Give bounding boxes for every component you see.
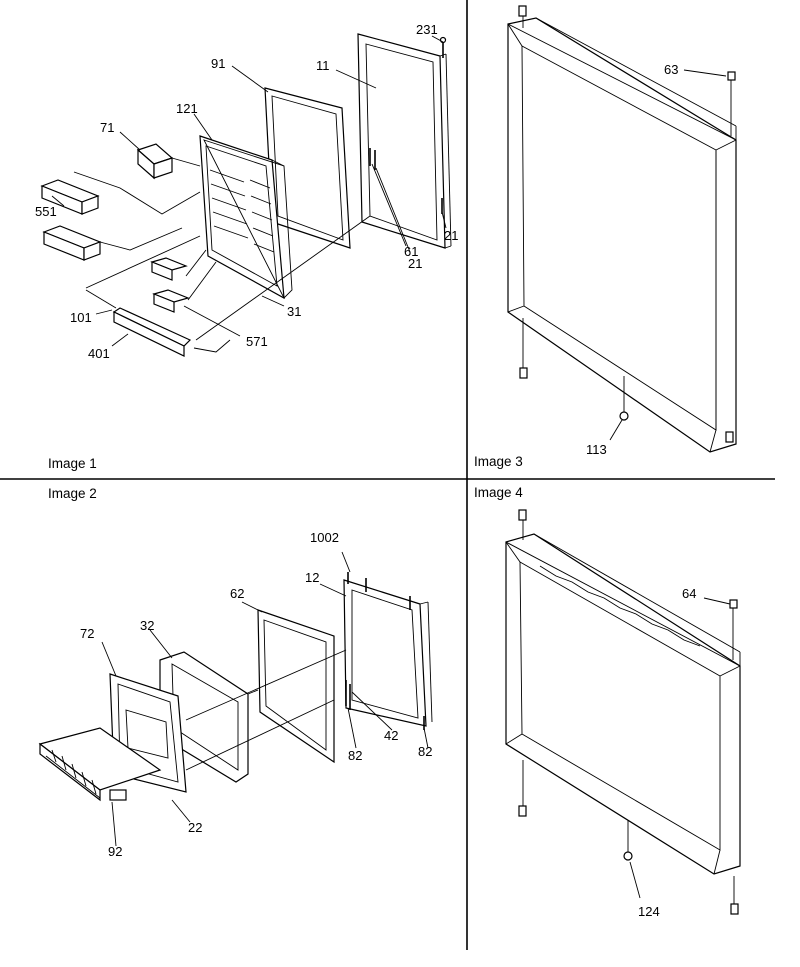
label-42: 42 (384, 728, 398, 743)
caption-image-1: Image 1 (48, 456, 97, 471)
label-121: 121 (176, 101, 198, 116)
label-11: 11 (316, 58, 330, 73)
label-91: 91 (211, 56, 225, 71)
label-551: 551 (35, 204, 57, 219)
hinge-bushing-bottom-left (518, 805, 527, 817)
caption-image-3: Image 3 (474, 454, 523, 469)
part-401-shelf-rail (112, 307, 192, 357)
label-31: 31 (287, 304, 301, 319)
label-64: 64 (682, 586, 696, 601)
part-551-door-bins (40, 179, 102, 261)
label-124: 124 (638, 904, 660, 919)
part-63-screw (727, 71, 736, 81)
assembly-lines (73, 157, 371, 353)
image-4-drawing (505, 509, 741, 915)
image-2-drawing (38, 551, 433, 847)
part-124-screw (623, 851, 633, 861)
label-1002: 1002 (310, 530, 339, 545)
label-22: 22 (188, 820, 202, 835)
label-62: 62 (230, 586, 244, 601)
panel-dividers (0, 0, 775, 950)
label-82-left: 82 (348, 748, 362, 763)
label-71: 71 (100, 120, 114, 135)
label-231: 231 (416, 22, 438, 37)
caption-image-2: Image 2 (48, 486, 97, 501)
hinge-bushing-bottom-left (519, 367, 528, 379)
part-64-hinge-bushing-top (518, 509, 527, 521)
caption-image-4: Image 4 (474, 485, 523, 500)
label-401: 401 (88, 346, 110, 361)
part-62-gasket (257, 609, 335, 764)
image-1-drawing (40, 33, 452, 357)
part-92-basket (38, 727, 162, 802)
label-82-right: 82 (418, 744, 432, 759)
hinge-bushing-bottom-right (730, 903, 739, 915)
part-63-hinge-bushing-top (518, 5, 527, 17)
label-92: 92 (108, 844, 122, 859)
label-63: 63 (664, 62, 678, 77)
part-12-door-panel (343, 579, 433, 727)
label-72: 72 (80, 626, 94, 641)
label-113: 113 (586, 442, 607, 457)
part-121-door-liner (199, 135, 293, 300)
label-101: 101 (70, 310, 92, 325)
part-571-small-bins (150, 257, 190, 313)
leader-lines-image-1 (51, 35, 447, 347)
hinge-bushing-bottom-right (725, 431, 734, 443)
label-21-left: 21 (408, 256, 422, 271)
part-64-screw (729, 599, 738, 609)
label-571: 571 (246, 334, 268, 349)
label-21-right: 21 (444, 228, 458, 243)
image-3-drawing (507, 5, 737, 453)
part-11-door-panel (357, 33, 452, 249)
part-113-screw (619, 411, 629, 421)
part-71-dairy-compartment (136, 143, 174, 180)
label-32: 32 (140, 618, 154, 633)
part-21-pins (369, 148, 443, 214)
label-61: 61 (404, 244, 418, 259)
label-12: 12 (305, 570, 319, 585)
